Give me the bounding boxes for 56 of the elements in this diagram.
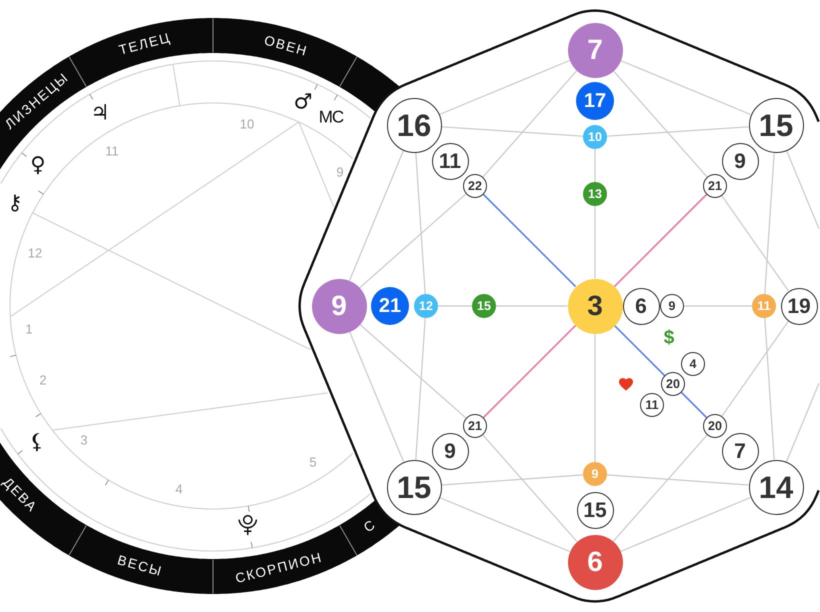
house-number: 2 — [39, 374, 47, 386]
connector-line — [764, 152, 775, 294]
house-number: 11 — [105, 144, 119, 158]
connector-line — [482, 70, 578, 178]
connector-line — [348, 150, 404, 281]
planet-symbol: ♃ — [90, 102, 110, 124]
zodiac-sign-label: ОВЕН — [262, 33, 310, 58]
planet-symbol: ⚷ — [7, 192, 23, 214]
connector-line — [441, 126, 584, 137]
planet-symbol: ♂ — [294, 92, 312, 112]
connector-line — [496, 305, 568, 307]
house-number: 9 — [336, 166, 344, 178]
connector-line — [348, 331, 404, 462]
house-number: 3 — [80, 434, 88, 446]
connector-line — [786, 382, 820, 462]
planet-symbol: ⯓ — [238, 514, 258, 536]
connector-line — [439, 496, 570, 552]
connector-line — [438, 305, 472, 307]
dollar-sign: $ — [664, 328, 674, 348]
connector-line — [482, 434, 578, 542]
house-number: 12 — [28, 246, 42, 260]
connector-line — [764, 318, 775, 460]
connector-line — [721, 195, 789, 292]
connector-line — [594, 334, 596, 462]
connector-line — [441, 474, 584, 486]
zodiac-sign-label: ТЕЛЕЦ — [117, 30, 172, 58]
house-number: 5 — [309, 456, 317, 468]
connector-line — [680, 392, 708, 418]
midheaven-symbol: MC — [318, 108, 344, 126]
house-number: 1 — [25, 322, 33, 336]
connector-line — [612, 434, 708, 542]
connector-line — [620, 60, 751, 116]
connector-line — [594, 206, 596, 278]
connector-line — [786, 150, 820, 230]
connector-line — [482, 324, 576, 418]
house-number: 4 — [175, 482, 183, 496]
connector-line — [606, 474, 749, 486]
connector-line — [594, 149, 596, 182]
connector-line — [721, 320, 789, 417]
connector-line — [684, 305, 752, 307]
connector-line — [614, 194, 708, 288]
zodiac-sign-label: С — [362, 517, 379, 535]
connector-line — [614, 324, 666, 376]
connector-line — [612, 70, 708, 178]
connector-line — [482, 194, 576, 288]
connector-line — [415, 318, 426, 460]
connector-line — [415, 152, 426, 294]
zodiac-sign-label: ВЕСЫ — [116, 554, 164, 580]
connector-line — [359, 324, 466, 419]
connector-line — [359, 193, 466, 288]
connector-line — [439, 60, 570, 116]
connector-line — [606, 126, 749, 137]
connector-line — [620, 496, 751, 552]
house-number: 10 — [240, 118, 254, 130]
planet-symbol: ⚸ — [29, 432, 45, 452]
planet-symbol: ♀ — [30, 154, 46, 176]
